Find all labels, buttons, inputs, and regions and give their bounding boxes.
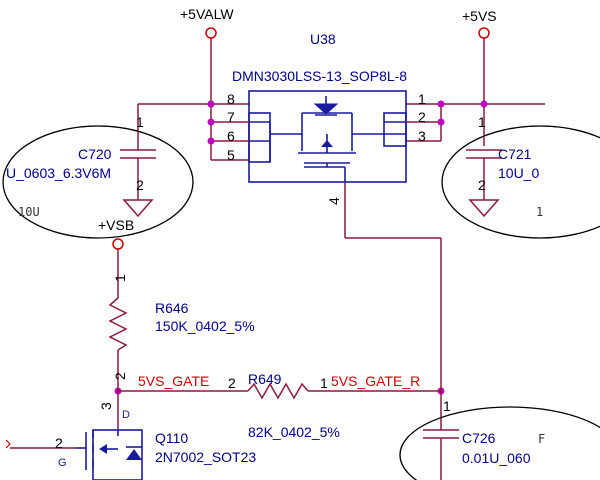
power-5vs-terminal xyxy=(478,27,490,104)
u38-ref: U38 xyxy=(310,31,336,47)
junction-dots xyxy=(114,100,488,395)
u38-symbol xyxy=(248,90,407,183)
net-5valw-wires xyxy=(137,103,250,161)
r646-ref: R646 xyxy=(155,300,189,316)
r646-pin2: 2 xyxy=(112,372,128,380)
r649-pin2: 2 xyxy=(228,375,236,391)
r646-value: 150K_0402_5% xyxy=(155,318,255,334)
u38-pin-8: 8 xyxy=(227,91,235,107)
c721-symbol xyxy=(441,125,600,239)
q110-drain-label: D xyxy=(122,409,130,421)
power-5valw-label: +5VALW xyxy=(180,6,234,22)
net-5vs-gate-label: 5VS_GATE xyxy=(138,373,209,389)
u38-pin-5: 5 xyxy=(227,147,235,163)
c720-pin1: 1 xyxy=(136,114,144,130)
q110-ref: Q110 xyxy=(155,430,188,446)
u38-pin-4: 4 xyxy=(326,197,342,205)
c721-body-text: 1 xyxy=(536,205,543,219)
power-vsb-label: +VSB xyxy=(98,217,134,233)
u38-pin-1: 1 xyxy=(418,91,426,107)
q110-gate-label: G xyxy=(58,457,67,469)
q110-value: 2N7002_SOT23 xyxy=(155,449,256,465)
net-gate-wires xyxy=(118,382,441,400)
c721-value: 10U_0 xyxy=(498,165,539,181)
c720-ref: C720 xyxy=(78,146,112,162)
r649-pin1: 1 xyxy=(320,375,328,391)
r649-ref: R649 xyxy=(248,371,282,387)
c721-ref: C721 xyxy=(498,146,532,162)
c720-symbol xyxy=(2,125,194,239)
net-gate-r-wires xyxy=(344,182,442,430)
c720-value: U_0603_6.3V6M xyxy=(6,165,111,181)
c726-pin1: 1 xyxy=(443,398,451,414)
c721-pin1: 1 xyxy=(478,114,486,130)
power-5vs-label: +5VS xyxy=(462,8,497,24)
power-vsb-terminal xyxy=(112,238,124,262)
u38-pin-3: 3 xyxy=(418,128,426,144)
net-5vs-gate-r-label: 5VS_GATE_R xyxy=(331,373,420,389)
u38-pin-7: 7 xyxy=(227,109,235,125)
q110-gate-pin: 2 xyxy=(55,435,63,451)
u38-pin-2: 2 xyxy=(418,109,426,125)
u38-pin-6: 6 xyxy=(227,128,235,144)
r646-pin1: 1 xyxy=(112,274,128,282)
c726-symbol xyxy=(399,406,600,480)
q110-drain-pin: 3 xyxy=(98,402,114,410)
u38-value: DMN3030LSS-13_SOP8L-8 xyxy=(232,68,407,84)
offsheet-arrow-icon xyxy=(5,439,11,449)
q110-symbol xyxy=(10,391,143,480)
c720-body-text: 10U xyxy=(18,205,40,219)
c726-ref: C726 xyxy=(462,430,496,446)
power-5valw-terminal xyxy=(205,27,217,104)
c720-pin2: 2 xyxy=(136,177,144,193)
net-5vs-wires xyxy=(405,103,545,146)
r646-symbol xyxy=(108,262,128,391)
r649-value: 82K_0402_5% xyxy=(248,424,340,440)
u38-pin-leads xyxy=(211,121,441,142)
c721-pin2: 2 xyxy=(478,177,486,193)
c726-value: 0.01U_060 xyxy=(462,450,531,466)
c726-body-text: F xyxy=(538,432,545,446)
